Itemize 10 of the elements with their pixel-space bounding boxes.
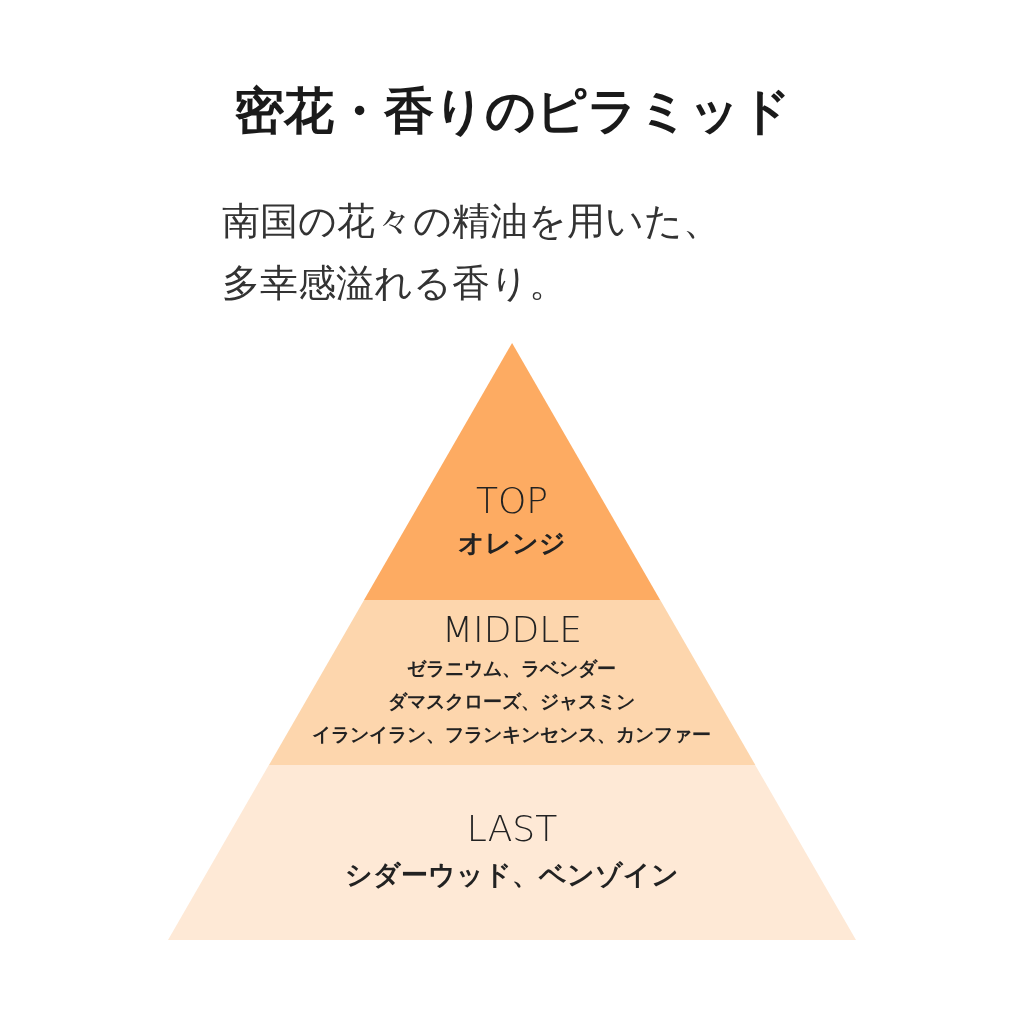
ingredient-list: ダマスクローズ、ジャスミン <box>388 685 636 718</box>
ingredient-list: イランイラン、フランキンセンス、カンファー <box>312 718 712 751</box>
note-heading: MIDDLE <box>442 608 582 652</box>
note-heading: LAST <box>466 807 558 851</box>
ingredient-list: シダーウッド、ベンゾイン <box>345 851 679 899</box>
subtitle: 南国の花々の精油を用いた、多幸感溢れる香り。 <box>222 198 722 307</box>
ingredient-list: ゼラニウム、ラベンダー <box>407 652 617 685</box>
note-heading: TOP <box>475 479 548 523</box>
ingredient-list: オレンジ <box>458 523 566 563</box>
title: 密花・香りのピラミッド <box>232 81 792 142</box>
